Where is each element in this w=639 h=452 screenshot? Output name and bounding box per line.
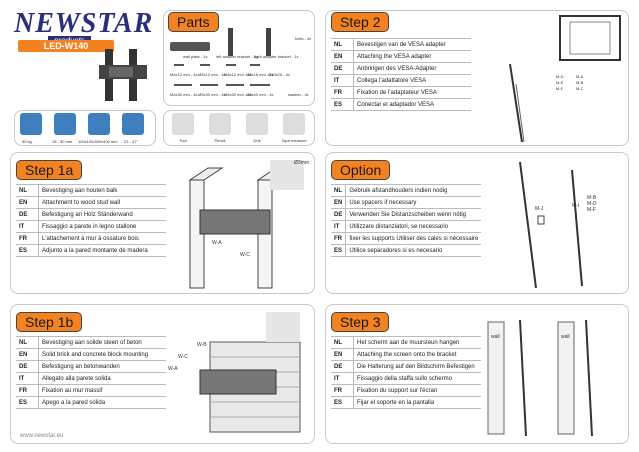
wall-label: wall (491, 334, 500, 340)
part-label: M-D (556, 74, 564, 79)
parts-title: Parts (168, 12, 219, 32)
drill-icon (246, 113, 268, 135)
step1b-title: Step 1b (16, 312, 83, 332)
option-title: Option (331, 160, 391, 180)
part-label: W-C (178, 354, 188, 360)
part-label: M-A (576, 74, 584, 79)
part-label: M5x30 mm - 4x (198, 92, 226, 97)
step1b-diagram (199, 312, 301, 433)
part-label: M-F (587, 207, 596, 213)
option-diagram (519, 161, 583, 289)
tool-label: Pencil (214, 138, 226, 143)
part-label: M-C (576, 86, 584, 91)
spec-depth: 15 - 30 mm (52, 139, 73, 144)
part-label: M8x40 mm - 4x (246, 92, 274, 97)
wall-label: wall (561, 334, 570, 340)
part-label: M-D (587, 201, 597, 207)
tool-label: Tool (179, 138, 187, 143)
wall-plate-image (170, 42, 210, 51)
spec-vesa: 100x100/400x400 mm (78, 139, 118, 144)
step3-diagram (487, 319, 593, 437)
part-label: bolts - 4x (295, 36, 312, 41)
footer-url[interactable]: www.newstar.eu (20, 433, 64, 439)
part-label: M8x16 mm - 4x (246, 72, 274, 77)
step1a-diagram (188, 160, 304, 289)
step2-diagram (509, 15, 621, 143)
part-label: M-J (535, 206, 544, 212)
brand-logo: NEWSTAR (14, 8, 154, 39)
part-label: M4x30 mm - 4x (170, 92, 198, 97)
tape-measure-icon (283, 113, 305, 135)
product-image (99, 49, 147, 101)
part-label: W-B (197, 342, 207, 348)
part-label: M-E (556, 80, 564, 85)
spec-weight: 50 kg (22, 139, 32, 144)
left-bracket-image (228, 28, 233, 56)
part-label: W-A (212, 240, 222, 246)
tool-label: Drill (253, 138, 261, 143)
part-label: W-A (168, 366, 178, 372)
right-bracket-image (266, 28, 271, 56)
part-label: M5x12 mm - 4x (198, 72, 226, 77)
part-label: M6x30 mm - 4x (224, 92, 252, 97)
part-label: Ø10x25 - 4x (268, 72, 290, 77)
step2-title: Step 2 (331, 12, 390, 32)
model-badge: LED-W140 (18, 40, 114, 52)
pencil-icon (209, 113, 231, 135)
part-label: washer - 4x (288, 92, 309, 97)
spec-screen-size: 23 - 47" (124, 139, 138, 144)
part-label: M6x12 mm - 4x (224, 72, 252, 77)
weight-icon (20, 113, 42, 135)
part-label: M4x12 mm - 4x (170, 72, 198, 77)
vesa-icon (88, 113, 110, 135)
part-label: M-B (587, 195, 597, 201)
tool-label: Tape measure (281, 138, 307, 143)
part-label: M-I (572, 203, 580, 209)
screen-size-icon (122, 113, 144, 135)
part-label: left adapter bracket - 1x (216, 54, 259, 59)
part-label: M-B (576, 80, 584, 85)
depth-icon (54, 113, 76, 135)
part-label: wall plate - 1x (183, 54, 208, 59)
part-label: M-F (556, 86, 564, 91)
step3-title: Step 3 (331, 312, 390, 332)
part-label: W-C (240, 252, 250, 258)
screws-image (174, 64, 270, 86)
part-label: right adapter bracket - 1x (254, 54, 299, 59)
tool-icon (172, 113, 194, 135)
drill-size-label: Ø3mm (294, 160, 309, 166)
step1a-title: Step 1a (16, 160, 83, 180)
